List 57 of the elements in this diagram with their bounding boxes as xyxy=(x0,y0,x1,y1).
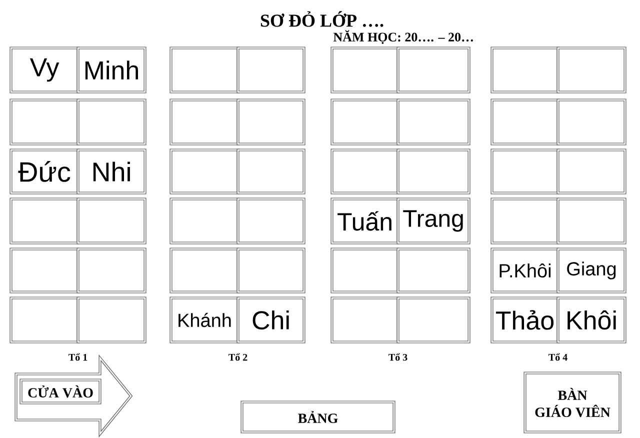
seat-box xyxy=(170,248,240,294)
seat-box xyxy=(170,98,240,146)
group-label: Tổ 1 xyxy=(68,353,88,361)
door-sign: CỬA VÀO xyxy=(20,378,102,404)
seat-box xyxy=(396,148,470,194)
seat-box xyxy=(76,98,146,146)
seat-box: Khánh xyxy=(170,296,240,344)
seat-box xyxy=(170,148,240,194)
seat-box xyxy=(170,46,240,94)
seat-box xyxy=(76,198,146,244)
seat-box xyxy=(396,296,470,344)
seat-box xyxy=(330,46,400,94)
seat-box xyxy=(490,98,560,146)
seat-box xyxy=(490,46,560,94)
seat-box xyxy=(556,98,626,146)
seat-box xyxy=(330,148,400,194)
seat-box xyxy=(490,148,560,194)
seat-box: Tuấn xyxy=(330,198,400,244)
seat-box xyxy=(170,198,240,244)
seat-box xyxy=(236,198,306,244)
seat-box xyxy=(490,198,560,244)
seat-box: Thảo xyxy=(490,296,560,344)
seat-box xyxy=(236,148,306,194)
seat-box xyxy=(236,46,306,94)
seat-box: Minh xyxy=(76,46,146,94)
seat-box: Vy xyxy=(10,46,80,94)
seat-box xyxy=(556,46,626,94)
seat-box: Khôi xyxy=(556,296,626,344)
seat-box xyxy=(10,198,80,244)
teacher-desk: BÀN GIÁO VIÊN xyxy=(524,372,622,434)
seat-box xyxy=(396,46,470,94)
seat-box xyxy=(10,98,80,146)
seat-box xyxy=(10,248,80,294)
seat-box xyxy=(330,296,400,344)
seat-box xyxy=(396,98,470,146)
subtitle: NĂM HỌC: 20…. – 20… xyxy=(333,30,473,44)
seat-box xyxy=(556,198,626,244)
title: SƠ ĐỎ LỚP …. xyxy=(260,11,384,27)
board-box: BẢNG xyxy=(240,400,396,434)
seat-box xyxy=(236,98,306,146)
seat-box xyxy=(556,148,626,194)
group-label: Tổ 4 xyxy=(548,353,568,361)
seat-box xyxy=(10,296,80,344)
group-label: Tổ 2 xyxy=(228,353,248,361)
seat-box xyxy=(396,248,470,294)
seat-box xyxy=(330,248,400,294)
seat-box: Chi xyxy=(236,296,306,344)
seat-box: Nhi xyxy=(76,148,146,194)
seat-box xyxy=(236,248,306,294)
seat-box: Trang xyxy=(396,198,470,244)
seat-box: Giang xyxy=(556,248,626,294)
seat-box xyxy=(76,248,146,294)
group-label: Tổ 3 xyxy=(388,353,408,361)
seat-box xyxy=(330,98,400,146)
seat-box: P.Khôi xyxy=(490,248,560,294)
seat-box xyxy=(76,296,146,344)
seat-box: Đức xyxy=(10,148,80,194)
